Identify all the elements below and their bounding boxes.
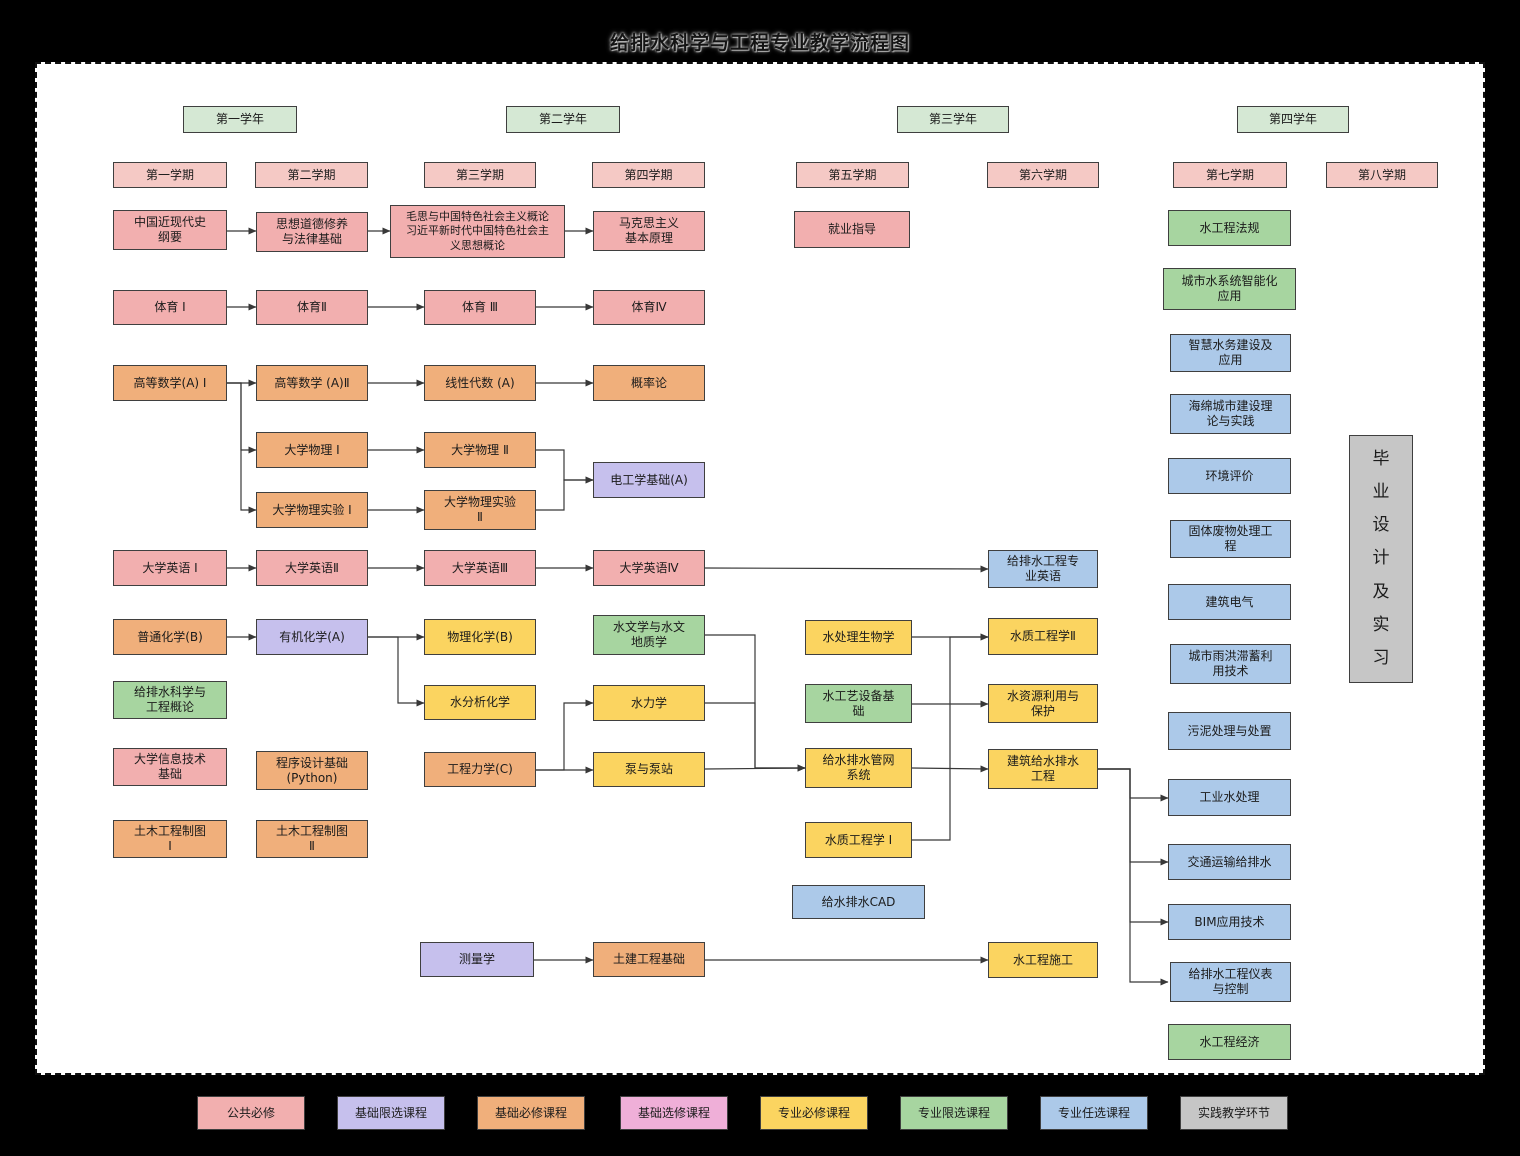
page-title: 给排水科学与工程专业教学流程图 (609, 32, 910, 54)
flowchart-canvas (35, 62, 1485, 1075)
legend-item: 专业必修课程 (760, 1096, 868, 1130)
legend-item: 基础必修课程 (477, 1096, 585, 1130)
legend-item: 专业任选课程 (1040, 1096, 1148, 1130)
legend-item: 基础选修课程 (620, 1096, 728, 1130)
legend-item: 专业限选课程 (900, 1096, 1008, 1130)
legend-item: 实践教学环节 (1180, 1096, 1288, 1130)
legend-item: 基础限选课程 (337, 1096, 445, 1130)
legend-item: 公共必修 (197, 1096, 305, 1130)
